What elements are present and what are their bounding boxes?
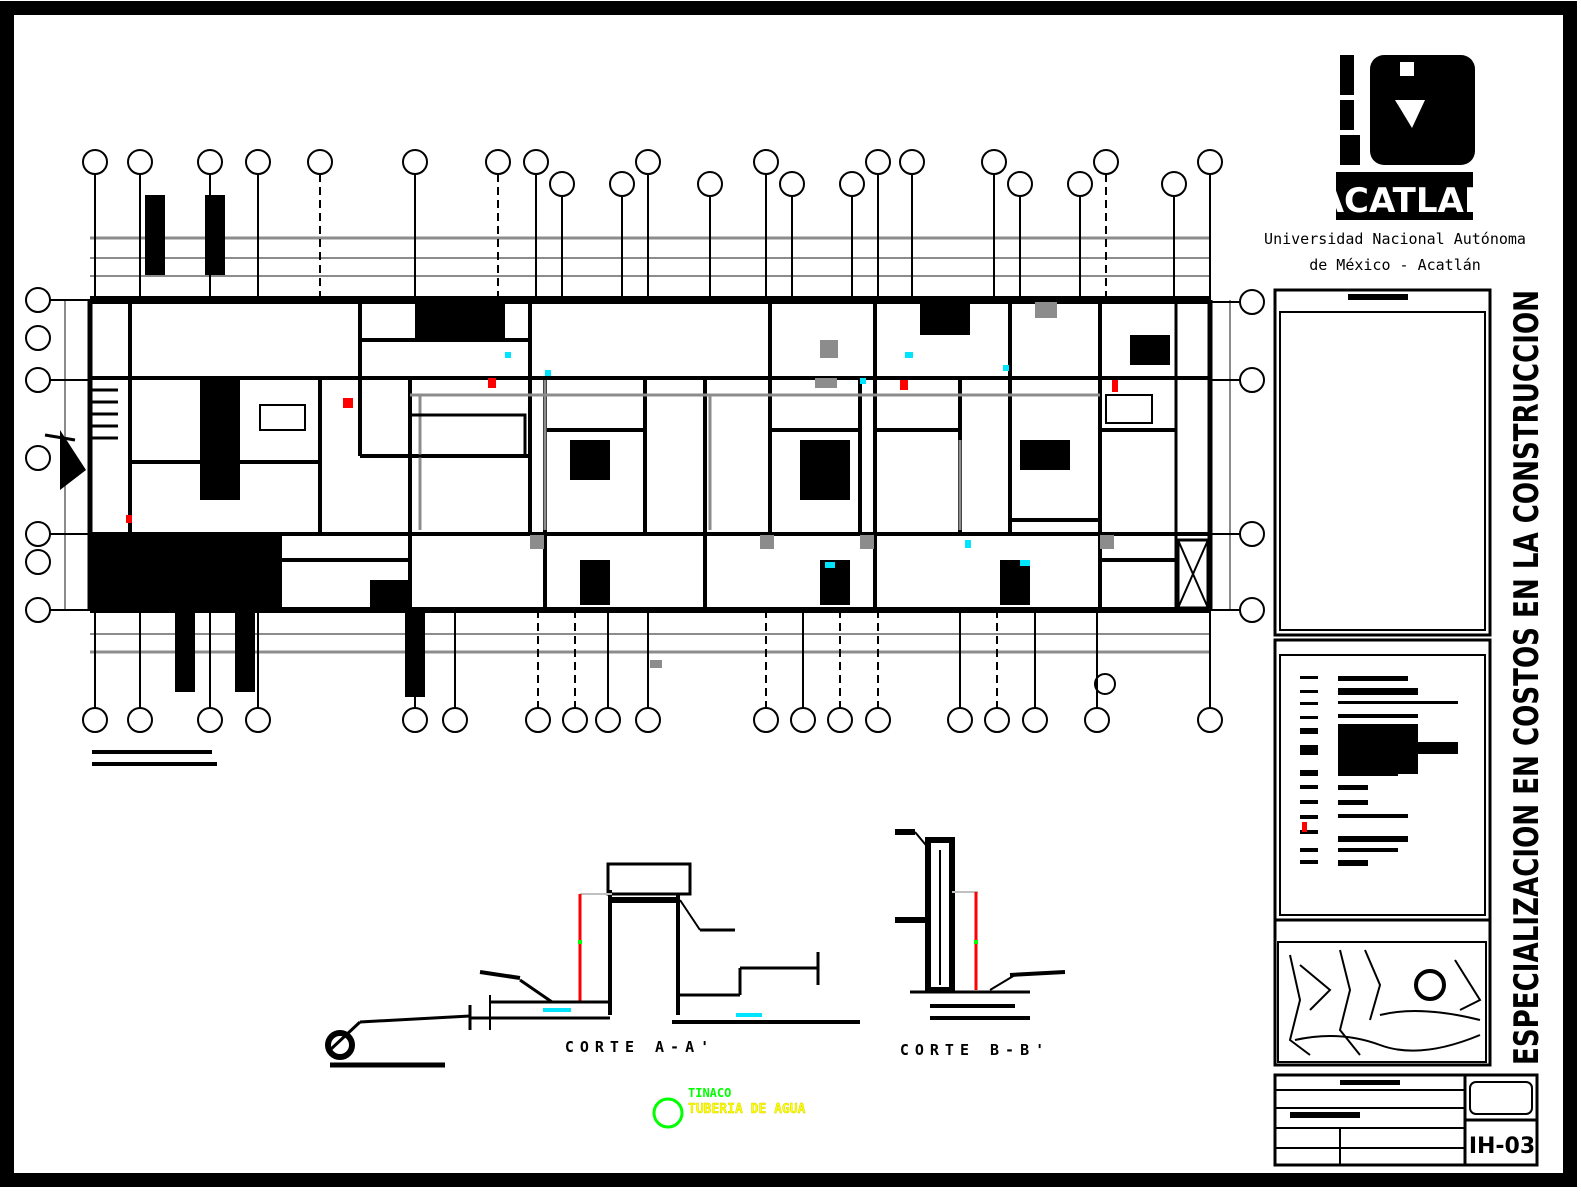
legend-label-2: TUBERIA DE AGUA (688, 1102, 806, 1117)
section-a-drawing (325, 862, 860, 1068)
north-arrow-icon (0, 430, 86, 620)
institution-name: ACATLAN (1318, 181, 1493, 221)
project-title: ESPECIALIZACION EN COSTOS EN LA CONSTRUC… (1507, 290, 1547, 1065)
sheet-number: IH-03 (1469, 1134, 1535, 1159)
key-plan-map-icon (1288, 949, 1482, 1056)
section-b-label: CORTE B-B' (900, 1041, 1050, 1059)
title-block: ACATLAN Universidad Nacional Autónoma de… (1264, 55, 1547, 1167)
legend-label-1: TINACO (688, 1086, 731, 1100)
institution-line-2: de México - Acatlán (1309, 256, 1481, 274)
section-a-label: CORTE A-A' (565, 1038, 715, 1056)
section-b-drawing (895, 829, 1066, 1020)
hatched-stair-block (92, 535, 282, 607)
institution-line-1: Universidad Nacional Autónoma (1264, 230, 1526, 248)
floor-plan (0, 149, 1265, 766)
pipe-legend: TINACO TUBERIA DE AGUA (652, 1086, 806, 1129)
institution-logo-icon (1336, 55, 1475, 220)
